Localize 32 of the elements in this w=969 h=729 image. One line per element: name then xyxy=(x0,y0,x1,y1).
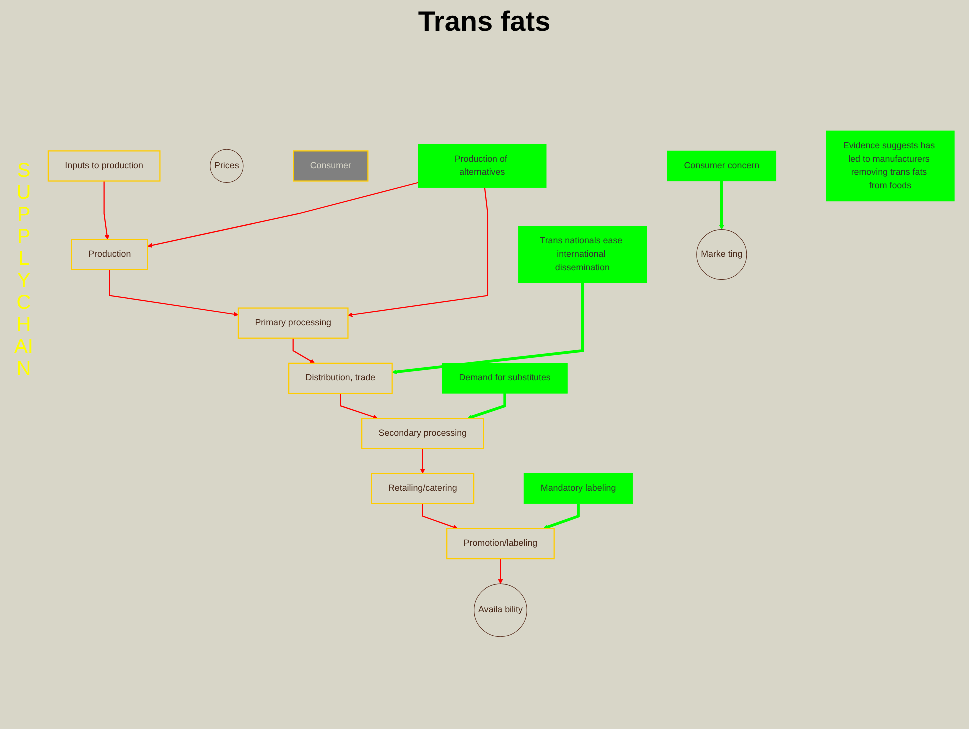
node-box: Consumer xyxy=(293,150,369,182)
node-circle: Prices xyxy=(210,149,244,184)
arrow xyxy=(392,283,584,375)
arrow xyxy=(719,181,724,230)
side-label: SUPPLY CHAIN xyxy=(14,160,34,380)
arrow xyxy=(148,182,418,248)
arrow xyxy=(104,181,110,240)
arrow xyxy=(292,338,316,364)
node-box: Secondary processing xyxy=(362,418,484,450)
arrow xyxy=(340,394,378,420)
node-circle: Marke ting xyxy=(696,230,748,280)
diagram-title: Trans fats xyxy=(417,6,552,38)
node-box: Retailing/catering xyxy=(371,473,475,504)
node-box: Distribution, trade xyxy=(288,362,393,394)
node-circle: Availa bility xyxy=(474,584,528,638)
node-box: Primary processing xyxy=(238,308,349,339)
node-box: Production xyxy=(71,239,148,270)
arrow xyxy=(109,270,239,317)
arrow xyxy=(422,504,458,530)
arrow xyxy=(420,448,426,474)
node-box: Production of alternatives xyxy=(418,144,547,188)
node-box: Inputs to production xyxy=(48,150,161,182)
node-box: Consumer concern xyxy=(667,150,777,182)
arrow xyxy=(348,188,489,318)
node-box: Trans nationals ease international dissemination xyxy=(518,226,648,284)
node-box: Promotion/labeling xyxy=(446,528,555,560)
arrow xyxy=(467,394,506,420)
node-box: Mandatory labeling xyxy=(524,474,634,504)
node-box: Demand for substitutes xyxy=(442,363,568,394)
arrow xyxy=(498,559,504,584)
node-box: Evidence suggests has led to manufacturers removing trans fats from foods xyxy=(826,130,955,202)
arrow xyxy=(542,504,580,530)
